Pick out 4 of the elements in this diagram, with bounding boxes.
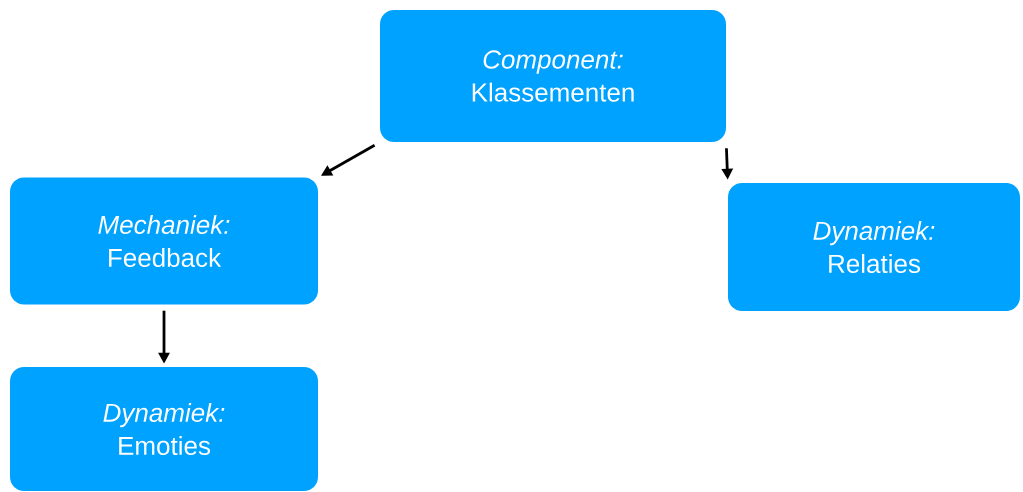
process-box: Mechaniek: Feedback	[10, 177, 318, 305]
process-box: Component: Klassementen	[380, 10, 726, 142]
process-box: Dynamiek: Relaties	[728, 183, 1020, 311]
process-box: Dynamiek: Emoties	[10, 367, 318, 491]
